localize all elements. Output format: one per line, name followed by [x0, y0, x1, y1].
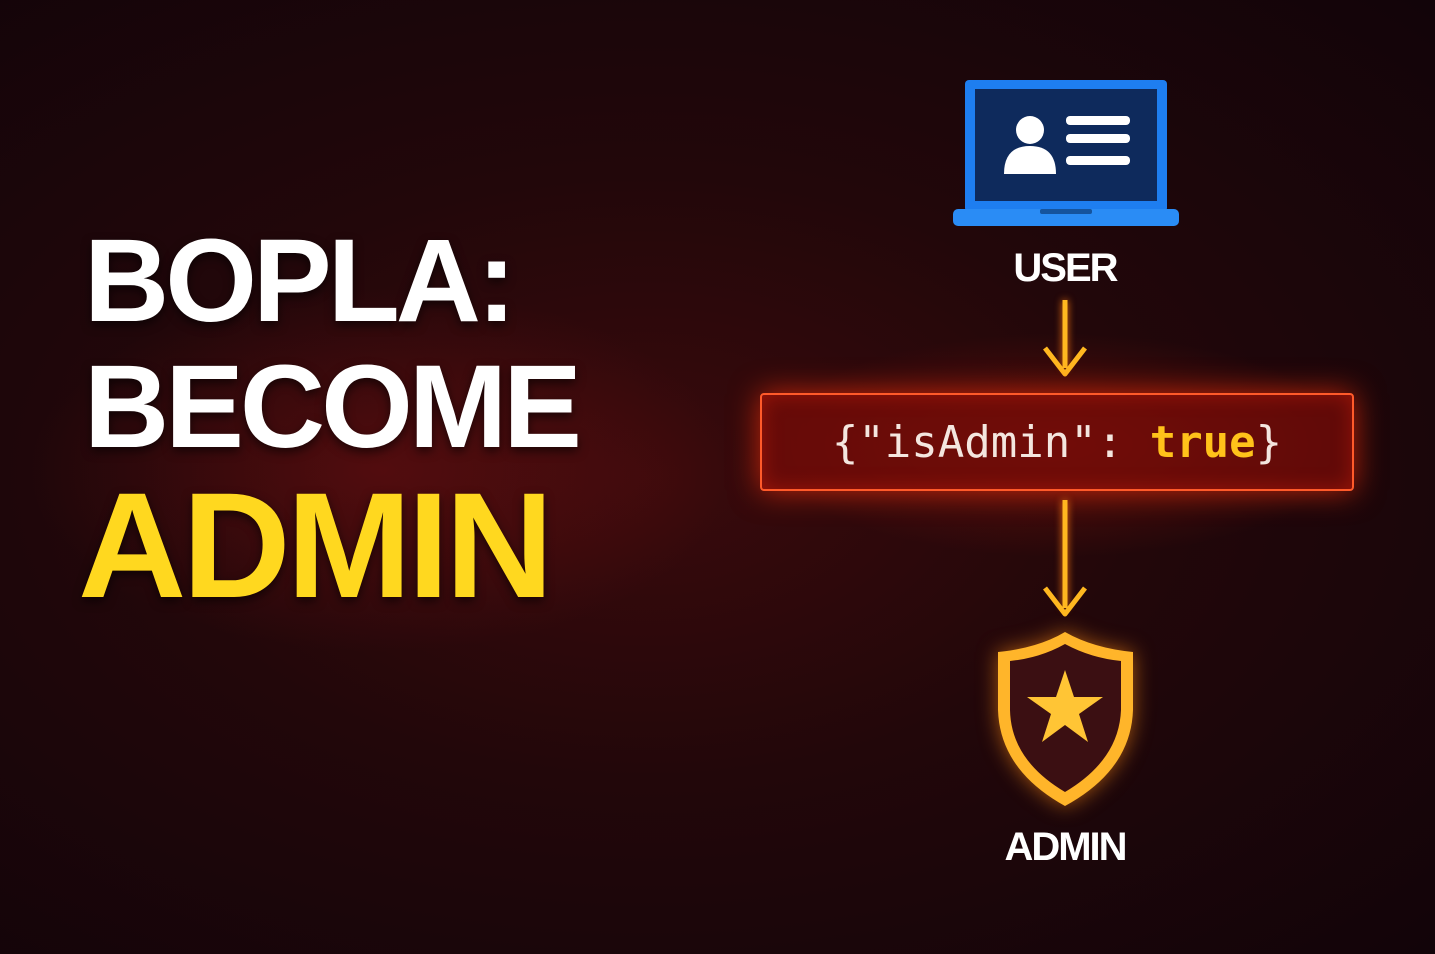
- title-line-1: BOPLA:: [84, 215, 516, 347]
- title-line-3: ADMIN: [78, 461, 554, 629]
- title-line-2: BECOME: [84, 341, 582, 473]
- shield-star-icon: [998, 632, 1133, 806]
- payload-value: true: [1149, 416, 1256, 468]
- arrow-down-icon: [1043, 300, 1087, 377]
- payload-box: {"isAdmin": true}: [760, 393, 1354, 491]
- admin-label: ADMIN: [1004, 825, 1127, 869]
- user-label: USER: [1013, 246, 1118, 290]
- payload-key: {"isAdmin":: [831, 416, 1150, 468]
- user-laptop-icon: [953, 80, 1179, 226]
- arrow-down-icon: [1043, 500, 1087, 617]
- payload-close: }: [1255, 416, 1283, 468]
